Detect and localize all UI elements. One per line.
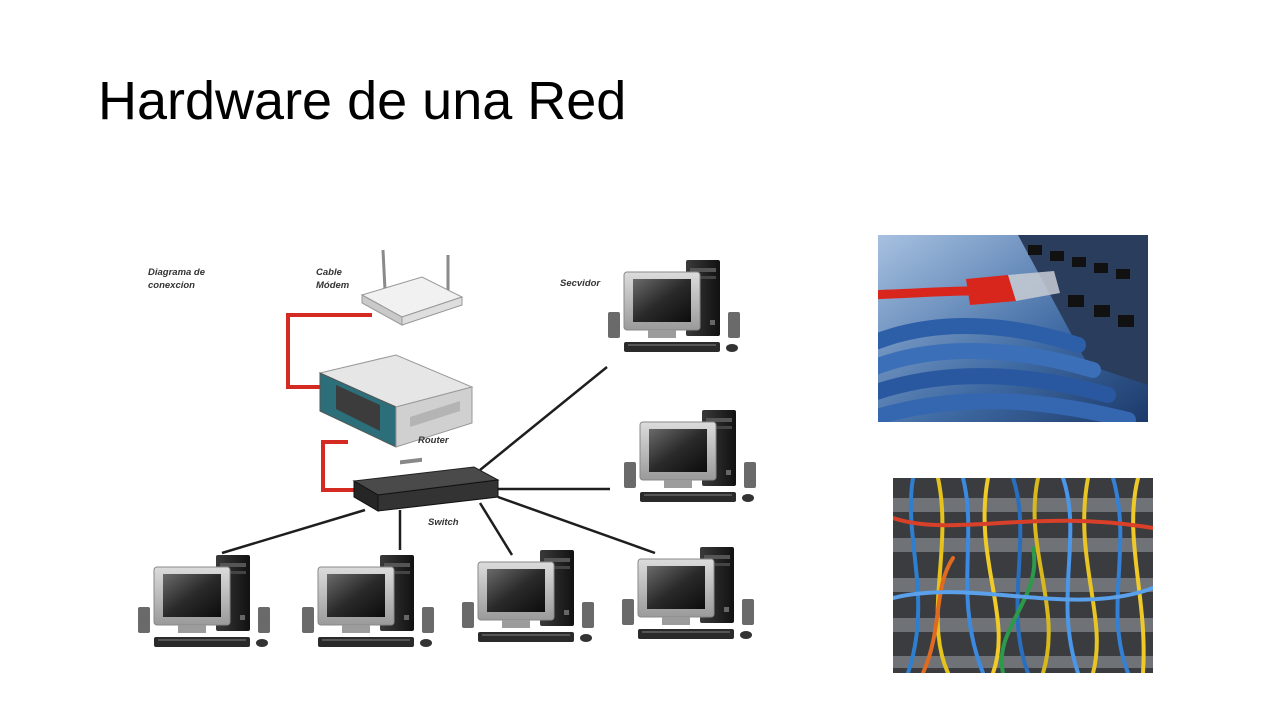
server-computer (607, 259, 741, 353)
switch-cables (221, 366, 656, 556)
router (318, 354, 474, 448)
client-computer-2 (301, 554, 435, 648)
label-switch: Switch (428, 517, 459, 528)
router-switch-cable (321, 440, 355, 492)
client-computer-1 (137, 554, 271, 648)
label-modem-1: Cable (316, 267, 343, 278)
client-computer-3 (461, 549, 595, 643)
slide-title: Hardware de una Red (98, 71, 627, 131)
network-switch (352, 457, 500, 512)
label-router: Router (418, 435, 450, 446)
label-server: Secvidor (560, 278, 601, 289)
server-rack-photo (893, 478, 1153, 673)
network-diagram: Diagrama de conexcion Cable Módem Secvid… (137, 249, 757, 648)
client-computer-4 (621, 546, 755, 640)
client-computer-right (623, 409, 757, 503)
modem-router-cable (286, 313, 372, 389)
label-modem-2: Módem (316, 280, 350, 291)
label-diagram-title-1: Diagrama de (148, 267, 206, 278)
cable-modem (360, 249, 464, 326)
patch-cable-photo (878, 235, 1148, 422)
label-diagram-title-2: conexcion (148, 280, 195, 291)
